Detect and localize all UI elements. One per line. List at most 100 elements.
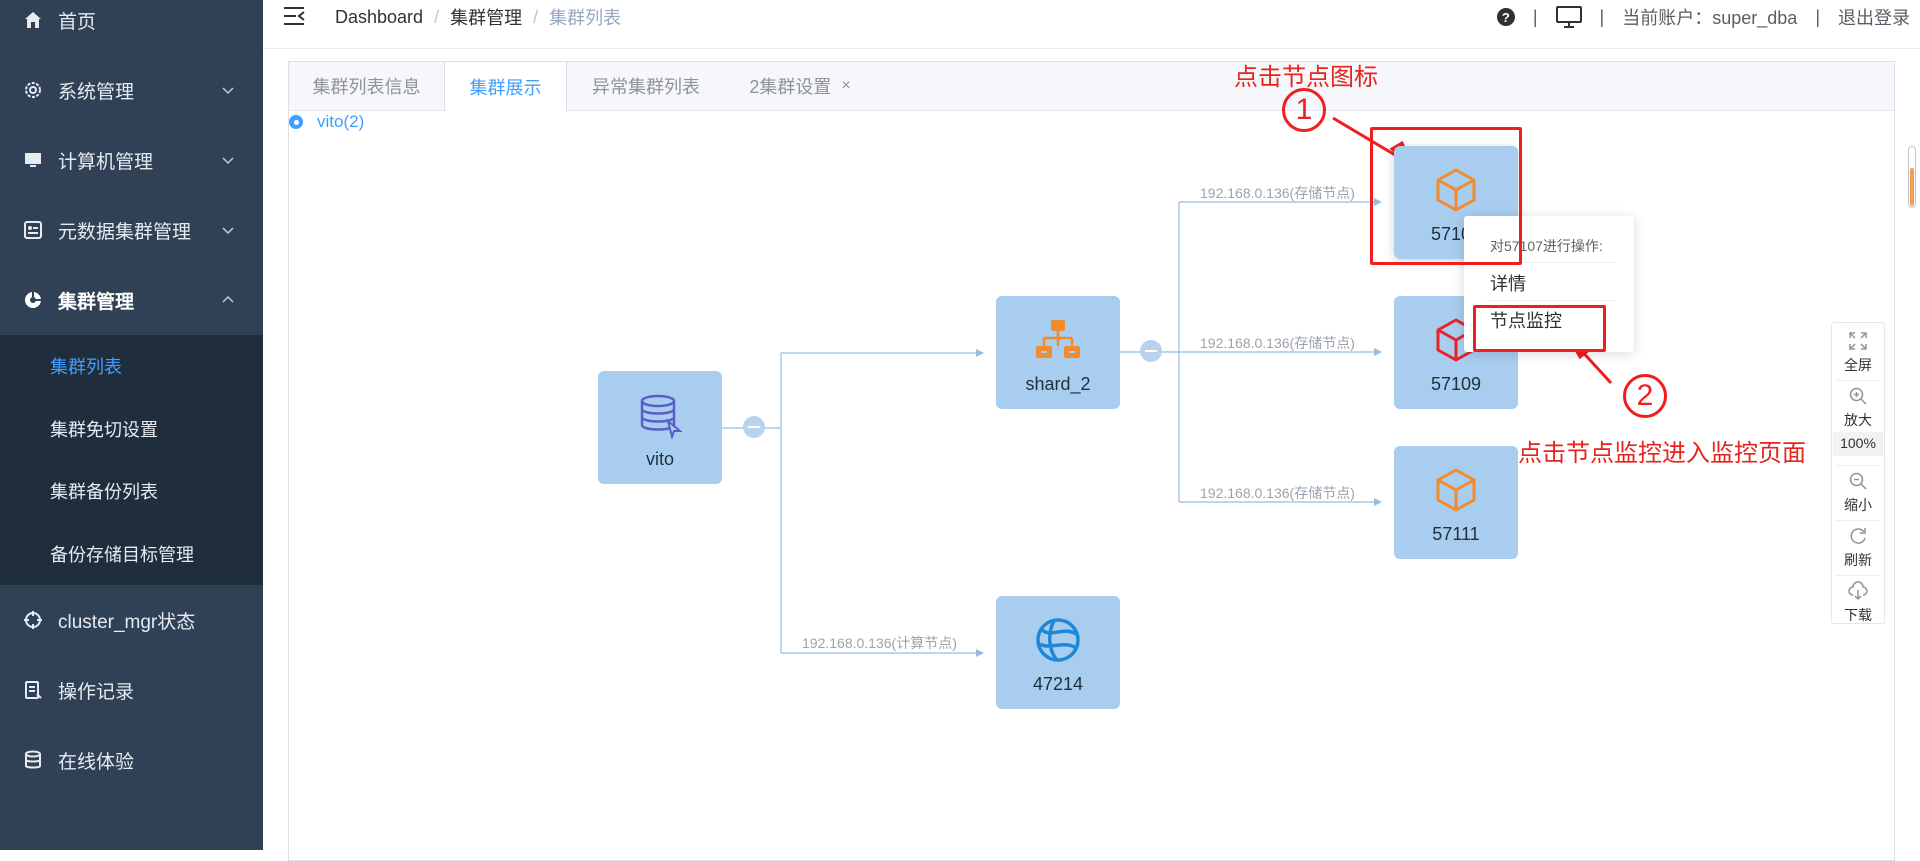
node-57111[interactable]: 57111 [1394, 446, 1518, 559]
radio-checked-icon[interactable] [289, 115, 303, 129]
home-icon [22, 9, 44, 31]
annotation-step2-number: 2 [1623, 374, 1667, 418]
annotation-step1-number: 1 [1282, 88, 1326, 132]
chevron-down-icon [222, 87, 234, 95]
tab-cluster-settings[interactable]: 2集群设置 × [725, 62, 875, 110]
cluster-icon [22, 289, 44, 311]
submenu-item-backup-storage[interactable]: 备份存储目标管理 [50, 545, 194, 565]
annotation-step2-text: 点击节点监控进入监控页面 [1518, 440, 1806, 467]
scrollbar-track[interactable] [1908, 146, 1916, 208]
submenu-item-backup-list[interactable]: 集群备份列表 [50, 482, 158, 502]
chevron-up-icon [222, 295, 234, 303]
help-icon[interactable]: ? [1496, 8, 1515, 26]
cluster-card: 集群列表信息 集群展示 异常集群列表 2集群设置 × vito(2) [288, 61, 1895, 861]
sidebar-item-computer[interactable]: 计算机管理 [0, 125, 263, 195]
monitor-icon [22, 149, 44, 171]
sidebar-item-label: 系统管理 [58, 81, 135, 103]
tool-label: 刷新 [1844, 552, 1872, 568]
divider [1836, 380, 1880, 381]
tab-abnormal-clusters[interactable]: 异常集群列表 [592, 77, 700, 97]
sidebar-item-online-trial[interactable]: 在线体验 [0, 725, 263, 795]
screen-icon[interactable] [1555, 6, 1582, 28]
tab-cluster-list-info[interactable]: 集群列表信息 [312, 77, 421, 97]
submenu-item-cluster-list[interactable]: 集群列表 [50, 357, 122, 377]
sidebar-item-cluster-management[interactable]: 集群管理 [0, 265, 263, 335]
cluster-radio-option[interactable]: vito(2) [289, 112, 364, 132]
edge-label-storage-1: 192.168.0.136(存储节点) [1200, 185, 1355, 201]
edge-label-storage-3: 192.168.0.136(存储节点) [1200, 485, 1355, 501]
annotation-highlight-monitor [1473, 305, 1606, 352]
sidebar-item-system[interactable]: 系统管理 [0, 55, 263, 125]
zoom-level: 100% [1840, 435, 1876, 451]
top-header: Dashboard / 集群管理 / 集群列表 ? | | 当前账户：super… [263, 0, 1920, 49]
hamburger-icon[interactable] [283, 6, 305, 26]
tool-label: 下载 [1844, 607, 1872, 623]
database-icon [22, 749, 44, 771]
download-button[interactable]: 下载 [1832, 581, 1884, 625]
log-icon [22, 679, 44, 701]
divider [1486, 262, 1616, 263]
tab-label: 2集群设置 [749, 77, 832, 97]
scrollbar-thumb[interactable] [1910, 168, 1914, 206]
refresh-icon [1850, 528, 1866, 544]
collapse-root-button[interactable] [743, 416, 765, 438]
divider [1836, 575, 1880, 576]
sidebar-item-label: 首页 [58, 11, 97, 33]
fullscreen-icon [1849, 332, 1867, 350]
divider [1836, 520, 1880, 521]
cube-icon [1436, 168, 1476, 212]
sidebar-item-label: cluster_mgr状态 [58, 611, 196, 633]
zoom-level-box [1833, 432, 1883, 456]
annotation-step1-text: 点击节点图标 [1234, 64, 1378, 91]
context-menu-node-monitor[interactable]: 节点监控 [1490, 311, 1562, 331]
submenu [0, 335, 263, 585]
header-separator: | [1599, 6, 1605, 27]
tool-label: 放大 [1844, 412, 1872, 428]
sidebar-item-metadata-cluster[interactable]: 元数据集群管理 [0, 195, 263, 265]
sidebar: 首页 系统管理 计算机管理 元数据集群管理 集群管理 集群列表 集群免切设置 集… [0, 0, 263, 850]
sidebar-item-operation-log[interactable]: 操作记录 [0, 655, 263, 725]
breadcrumb-cluster-management[interactable]: 集群管理 [450, 8, 523, 28]
node-label: vito [645, 449, 674, 469]
header-separator: | [1815, 6, 1820, 27]
sidebar-item-label: 元数据集群管理 [58, 221, 192, 243]
zoom-out-icon [1849, 472, 1867, 490]
sidebar-item-label: 集群管理 [58, 291, 135, 313]
tab-cluster-display[interactable]: 集群展示 [444, 62, 567, 111]
submenu-item-failover-settings[interactable]: 集群免切设置 [50, 420, 158, 440]
sidebar-item-label: 计算机管理 [58, 151, 154, 173]
zoom-in-button[interactable]: 放大 [1832, 386, 1884, 430]
collapse-shard-button[interactable] [1140, 340, 1162, 362]
node-label: 57109 [1430, 374, 1482, 394]
close-icon[interactable]: × [841, 77, 851, 94]
cube-icon [1436, 468, 1476, 512]
tool-label: 全屏 [1844, 357, 1872, 373]
sidebar-item-label: 操作记录 [58, 681, 135, 703]
cluster-radio-label: vito(2) [317, 112, 365, 131]
zoom-out-button[interactable]: 缩小 [1832, 471, 1884, 515]
sidebar-item-cluster-mgr-status[interactable]: cluster_mgr状态 [0, 585, 263, 655]
node-shard-2[interactable]: shard_2 [996, 296, 1120, 409]
sidebar-item-label: 在线体验 [58, 751, 135, 773]
database-icon [640, 394, 683, 439]
chevron-down-icon [222, 227, 234, 235]
breadcrumb: Dashboard / 集群管理 / 集群列表 [335, 4, 621, 30]
sidebar-item-home[interactable]: 首页 [0, 0, 263, 55]
edge-label-storage-2: 192.168.0.136(存储节点) [1200, 335, 1355, 351]
crosshair-icon [22, 609, 44, 631]
divider [1836, 465, 1880, 466]
node-47214[interactable]: 47214 [996, 596, 1120, 709]
context-menu-title: 对57107进行操作: [1490, 238, 1603, 254]
annotation-highlight-node [1370, 127, 1522, 265]
logout-link[interactable]: 退出登录 [1838, 8, 1910, 28]
tool-label: 缩小 [1844, 497, 1872, 513]
breadcrumb-dashboard[interactable]: Dashboard [335, 6, 424, 27]
refresh-button[interactable]: 刷新 [1832, 526, 1884, 570]
header-separator: | [1532, 6, 1538, 27]
globe-icon [1036, 618, 1080, 662]
graph-toolbox: 全屏 放大 缩小 刷新 下载 [1831, 322, 1885, 624]
cluster-meta-icon [22, 219, 44, 241]
fullscreen-button[interactable]: 全屏 [1832, 331, 1884, 375]
context-menu-details[interactable]: 详情 [1490, 274, 1526, 294]
node-vito[interactable]: vito [598, 371, 722, 484]
